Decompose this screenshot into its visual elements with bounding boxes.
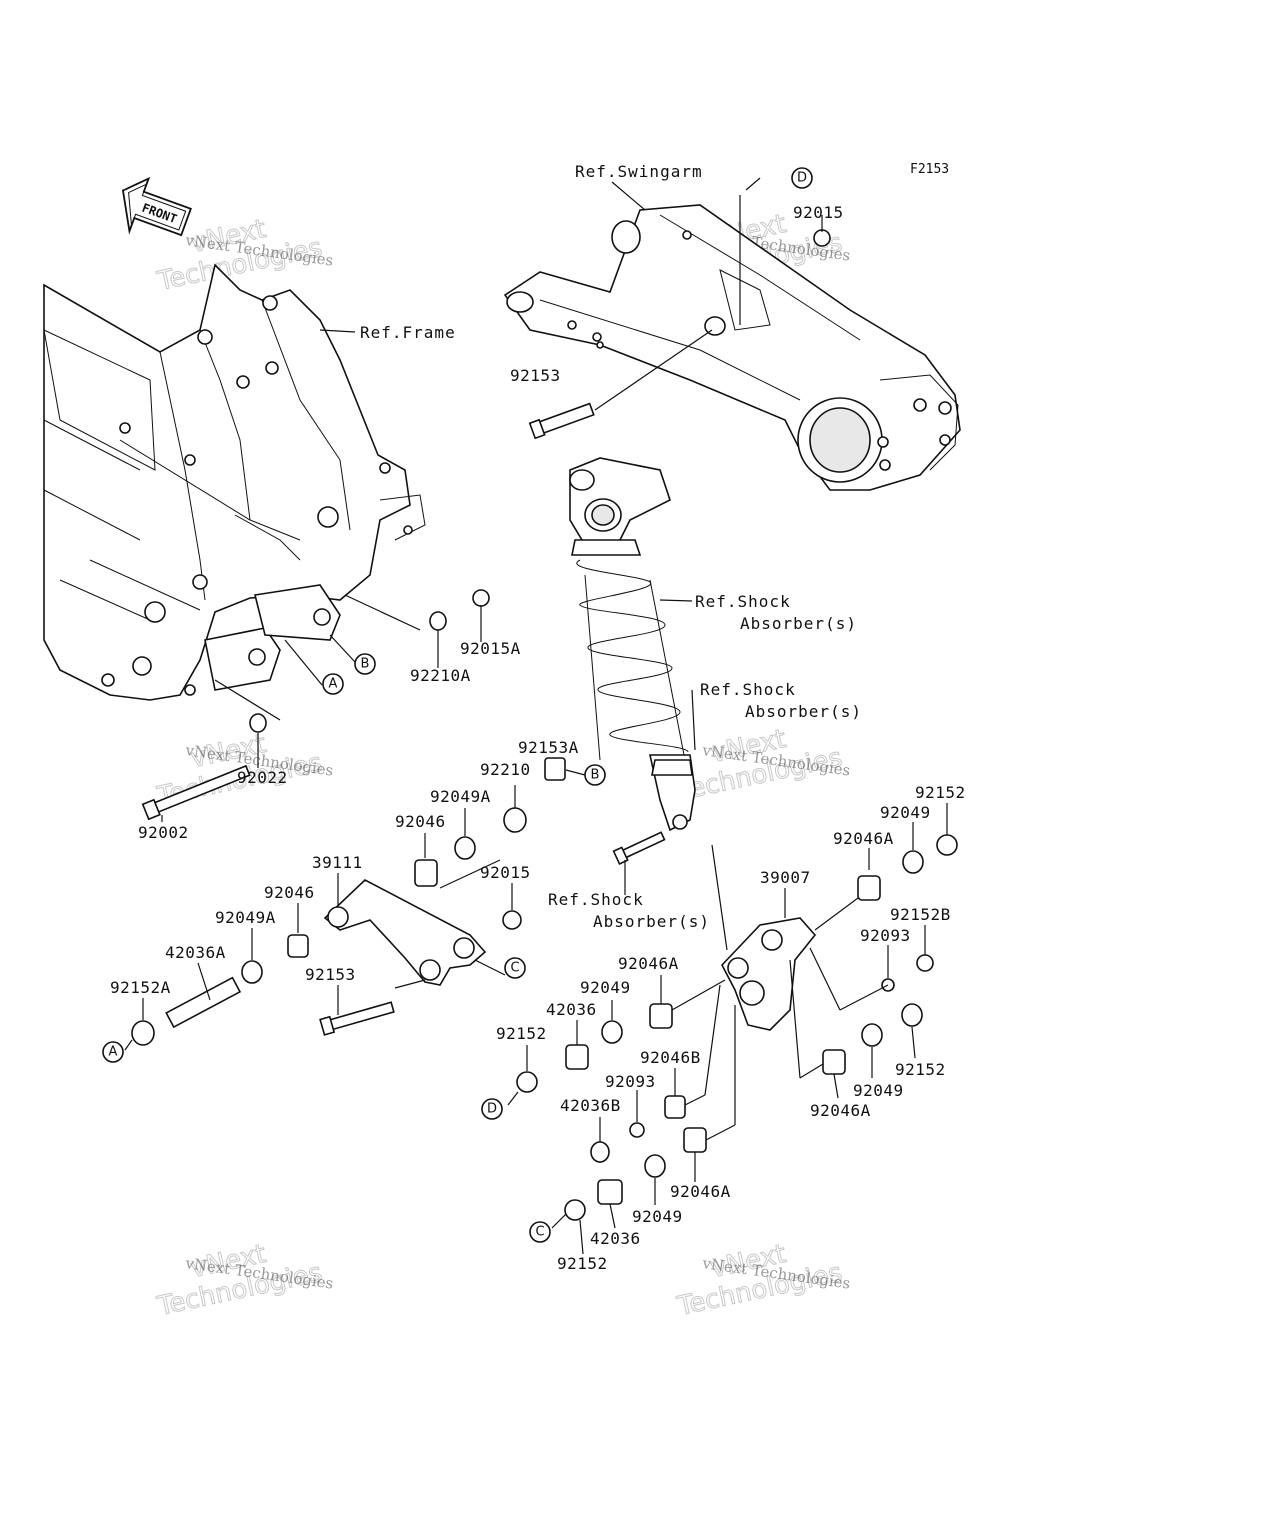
part-label: 92152 [496, 1024, 547, 1043]
front-arrow-icon: FRONT [121, 176, 192, 237]
leader-lines [124, 177, 948, 1255]
shock-absorber-illustration [569, 457, 696, 832]
part-label: 42036A [165, 943, 226, 962]
part-label: 92049 [880, 803, 931, 822]
part-labels: 92015 92153 92015A 92210A 92022 92002 92… [110, 203, 966, 1273]
part-label: 92046 [264, 883, 315, 902]
part-label: 92210 [480, 760, 531, 779]
callout-a: A [109, 1045, 118, 1060]
swingarm-illustration [503, 204, 961, 491]
part-label: 42036 [546, 1000, 597, 1019]
part-label: 92153 [305, 965, 356, 984]
part-label: 92152 [557, 1254, 608, 1273]
callout-c: C [510, 961, 519, 976]
part-label: 92046A [833, 829, 894, 848]
part-label: 92049A [215, 908, 276, 927]
part-label: 39007 [760, 868, 811, 887]
callout-b: B [591, 768, 600, 783]
callout-d: D [797, 171, 807, 186]
part-label: 92049A [430, 787, 491, 806]
part-label: 92152A [110, 978, 171, 997]
callout-d: D [487, 1102, 497, 1117]
ref-shock-label: Ref.Shock [700, 680, 796, 699]
part-label: 92210A [410, 666, 471, 685]
part-label: 92153 [510, 366, 561, 385]
part-label: 92152 [895, 1060, 946, 1079]
part-label: 92046A [810, 1101, 871, 1120]
part-label: 92046A [618, 954, 679, 973]
part-label: 92046B [640, 1048, 701, 1067]
ref-shock-label: Ref.Shock [695, 592, 791, 611]
frame-illustration [43, 263, 426, 701]
part-label: 92093 [605, 1072, 656, 1091]
part-label: 42036B [560, 1096, 621, 1115]
hardware [131, 215, 958, 1221]
ref-frame-label: Ref.Frame [360, 323, 456, 342]
part-label: 92015A [460, 639, 521, 658]
ref-shock-label: Absorber(s) [593, 912, 710, 931]
part-label: 92152B [890, 905, 951, 924]
ref-shock-label: Absorber(s) [740, 614, 857, 633]
callout-c: C [535, 1225, 544, 1240]
part-label: 92049 [853, 1081, 904, 1100]
circle-callouts: D B A B C A D C [102, 167, 813, 1243]
part-label: 39111 [312, 853, 363, 872]
ref-shock-label: Ref.Shock [548, 890, 644, 909]
part-label: 42036 [590, 1229, 641, 1248]
part-label: 92153A [518, 738, 579, 757]
part-label: 92015 [793, 203, 844, 222]
ref-shock-label: Absorber(s) [745, 702, 862, 721]
callout-b: B [361, 657, 370, 672]
part-label: 92046A [670, 1182, 731, 1201]
part-label: 92049 [632, 1207, 683, 1226]
diagram-code: F2153 [910, 162, 949, 177]
part-label: 92015 [480, 863, 531, 882]
part-label: 92049 [580, 978, 631, 997]
part-label: 92022 [237, 768, 288, 787]
ref-swingarm-label: Ref.Swingarm [575, 162, 703, 181]
part-label: 92093 [860, 926, 911, 945]
callout-a: A [329, 677, 338, 692]
part-label: 92002 [138, 823, 189, 842]
part-label: 92152 [915, 783, 966, 802]
part-label: 92046 [395, 812, 446, 831]
